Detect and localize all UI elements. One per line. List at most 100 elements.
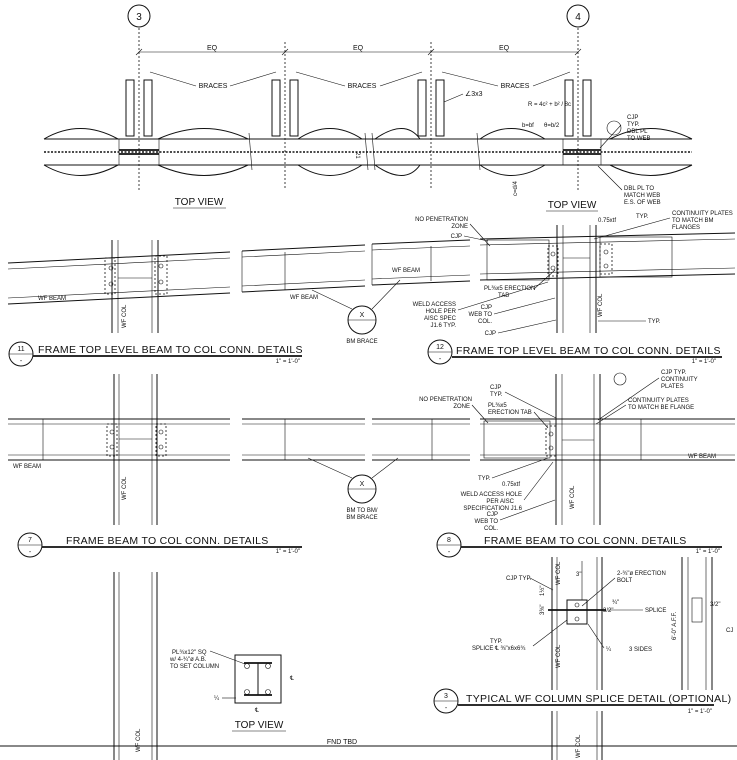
d3-sheet: - [445, 705, 448, 712]
cjp-note-2: TYP. [627, 122, 640, 128]
d11-title: FRAME TOP LEVEL BEAM TO COL CONN. DETAIL… [38, 344, 303, 356]
brace-marker-x-top-letter: X [360, 312, 365, 319]
eq-dimension: EQ EQ EQ [135, 45, 582, 56]
d11-number: 11 [17, 346, 24, 353]
d8-etab-2: ERECTION TAB [488, 410, 532, 416]
d8-cjptyp-1: CJP [490, 385, 501, 391]
d12-col: WF COL [598, 293, 604, 317]
d12-typ-2: TYP. [648, 319, 661, 325]
d8-sheet: - [448, 549, 451, 556]
d12-wah-4: J1.6 TYP. [431, 323, 457, 329]
cjp-note-1: CJP [627, 115, 638, 121]
d7-beam-left: WF BEAM [13, 464, 41, 470]
d11-sheet: - [20, 358, 23, 365]
d12-cjp: CJP [451, 234, 462, 240]
braces-label-1: BRACES [199, 83, 228, 90]
bp-note-2: w/ 4-¾"ø A.B. [169, 657, 207, 663]
d12-nopen-1: NO PENETRATION [415, 217, 468, 223]
eq-label-3: EQ [499, 45, 510, 52]
d3-dim-5: 3/2" [603, 608, 613, 614]
column-splice-elevation: WF COL WF COL WF COL CJP TYP. 3" 3⅜" 1½"… [472, 557, 666, 760]
d12-etab-1: PL⅜x5 ERECTION [484, 286, 535, 292]
d8-nopen-1: NO PENETRATION [419, 397, 472, 403]
d3-scale: 1" = 1'-0" [688, 709, 712, 715]
d11-beam-mid: WF BEAM [290, 295, 318, 301]
d8-cont-2: TO MATCH BE FLANGE [628, 405, 694, 411]
d12-title: FRAME TOP LEVEL BEAM TO COL CONN. DETAIL… [456, 345, 721, 357]
brace-marker-x-top: X BM BRACE [311, 279, 401, 345]
detail-11-elevation: WF BEAM WF COL WF BEAM WF BEAM [7, 239, 471, 333]
d8-dim: 0.75xtf [502, 482, 520, 488]
dbl-pl-note-3: E.S. OF WEB [624, 200, 661, 206]
fnd-label: FND TBD [327, 739, 357, 746]
bp-dim: ¼ [214, 696, 220, 702]
d3-cjp-typ: CJP TYP. [506, 576, 532, 582]
d8-wah-3: SPECIFICATION J1.6 [463, 506, 522, 512]
brace-marker-x-mid-letter: X [360, 481, 365, 488]
d7-scale: 1" = 1'-0" [276, 549, 300, 555]
d12-cjpweb-3: COL. [478, 319, 492, 325]
d8-nopen-2: ZONE [453, 404, 470, 410]
d3-splice: SPLICE [645, 608, 666, 614]
b-label: b=bf [522, 123, 534, 129]
d3-bolt-2: BOLT [617, 578, 633, 584]
d3-dim-6: 3/2" [710, 602, 720, 608]
angle-size: ∠3x3 [465, 90, 483, 98]
grid-label-3: 3 [136, 12, 142, 23]
d8-cjptyp2-1: CJP TYP. [661, 370, 687, 376]
detail-7-title-block: 7 - FRAME BEAM TO COL CONN. DETAILS 1" =… [17, 532, 302, 558]
d8-number: 8 [447, 537, 451, 544]
d12-wah-1: WELD ACCESS [413, 302, 456, 308]
eq-label-2: EQ [353, 45, 364, 52]
d8-cjptyp-2: TYP. [490, 392, 503, 398]
d8-title: FRAME BEAM TO COL CONN. DETAILS [484, 535, 687, 547]
d8-cjpweb-3: COL. [484, 526, 498, 532]
d8-cjptyp2-3: PLATES [661, 384, 684, 390]
detail-11-title-block: 11 - FRAME TOP LEVEL BEAM TO COL CONN. D… [8, 341, 303, 367]
cjp-note-4: TO WEB [627, 136, 651, 142]
d8-col: WF COL [570, 485, 576, 509]
d8-typ: TYP. [478, 476, 491, 482]
base-column-elevation: WF COL FND TBD [0, 572, 737, 760]
d3-splpl-2: SPLICE ℄ ⅜"x6x6¾ [472, 646, 526, 652]
base-col-label: WF COL [136, 728, 142, 752]
braces-label-2: BRACES [348, 83, 377, 90]
d12-beam-label: WF BEAM [392, 268, 420, 274]
centerlines [138, 28, 579, 190]
cjp-note-3: DBL PL [627, 129, 648, 135]
theta-label: θ=b/2 [544, 123, 560, 129]
d12-sheet: - [439, 356, 442, 363]
d3-dim-2: 3⅜" [540, 605, 546, 615]
d11-beam-left: WF BEAM [38, 296, 66, 302]
d12-cjpweb-2: WEB TO [469, 312, 493, 318]
bm-brace-label: BM BRACE [346, 339, 377, 345]
grid-bubble-4: 4 [566, 4, 590, 28]
d12-cont-1: CONTINUITY PLATES [672, 211, 733, 217]
d12-dim: 0.75xtf [598, 218, 616, 224]
d12-wah-3: AISC SPEC [424, 316, 457, 322]
top-view-title-text: TOP VIEW [175, 197, 224, 208]
d8-cjptyp2-2: CONTINUITY [661, 377, 698, 383]
d8-etab-1: PL⅜x5 [488, 403, 507, 409]
bp-cl-right: ℄ [289, 676, 294, 682]
detail-8-elevation: WF BEAM WF COL CJP TYP. NO PENETRATION Z… [419, 370, 735, 532]
dbl-pl-note-1: DBL PL TO [624, 186, 654, 192]
d12-cjp-2: CJP [485, 331, 496, 337]
d8-cont-1: CONTINUITY PLATES [628, 398, 689, 404]
d3-dim-4: ¾" [612, 600, 619, 606]
d8-beam: WF BEAM [688, 454, 716, 460]
d3-col-top: WF COL [556, 561, 562, 585]
top-view-title-2: TOP VIEW [546, 200, 598, 212]
d3-sides: 3 SIDES [629, 647, 652, 653]
bp-note-3: TO SET COLUMN [170, 664, 219, 670]
grid-label-4: 4 [575, 12, 581, 23]
detail-3-title-block: 3 - TYPICAL WF COLUMN SPLICE DETAIL (OPT… [433, 688, 731, 715]
d12-cont-2: TO MATCH BM [672, 218, 713, 224]
d3-splpl-1: TYP. [490, 639, 503, 645]
d3-cjp: CJ [726, 628, 733, 634]
d12-wah-2: HOLE PER [426, 309, 457, 315]
eq-label-1: EQ [207, 45, 218, 52]
bp-title: TOP VIEW [235, 720, 284, 731]
d8-wah-2: PER AISC [486, 499, 514, 505]
